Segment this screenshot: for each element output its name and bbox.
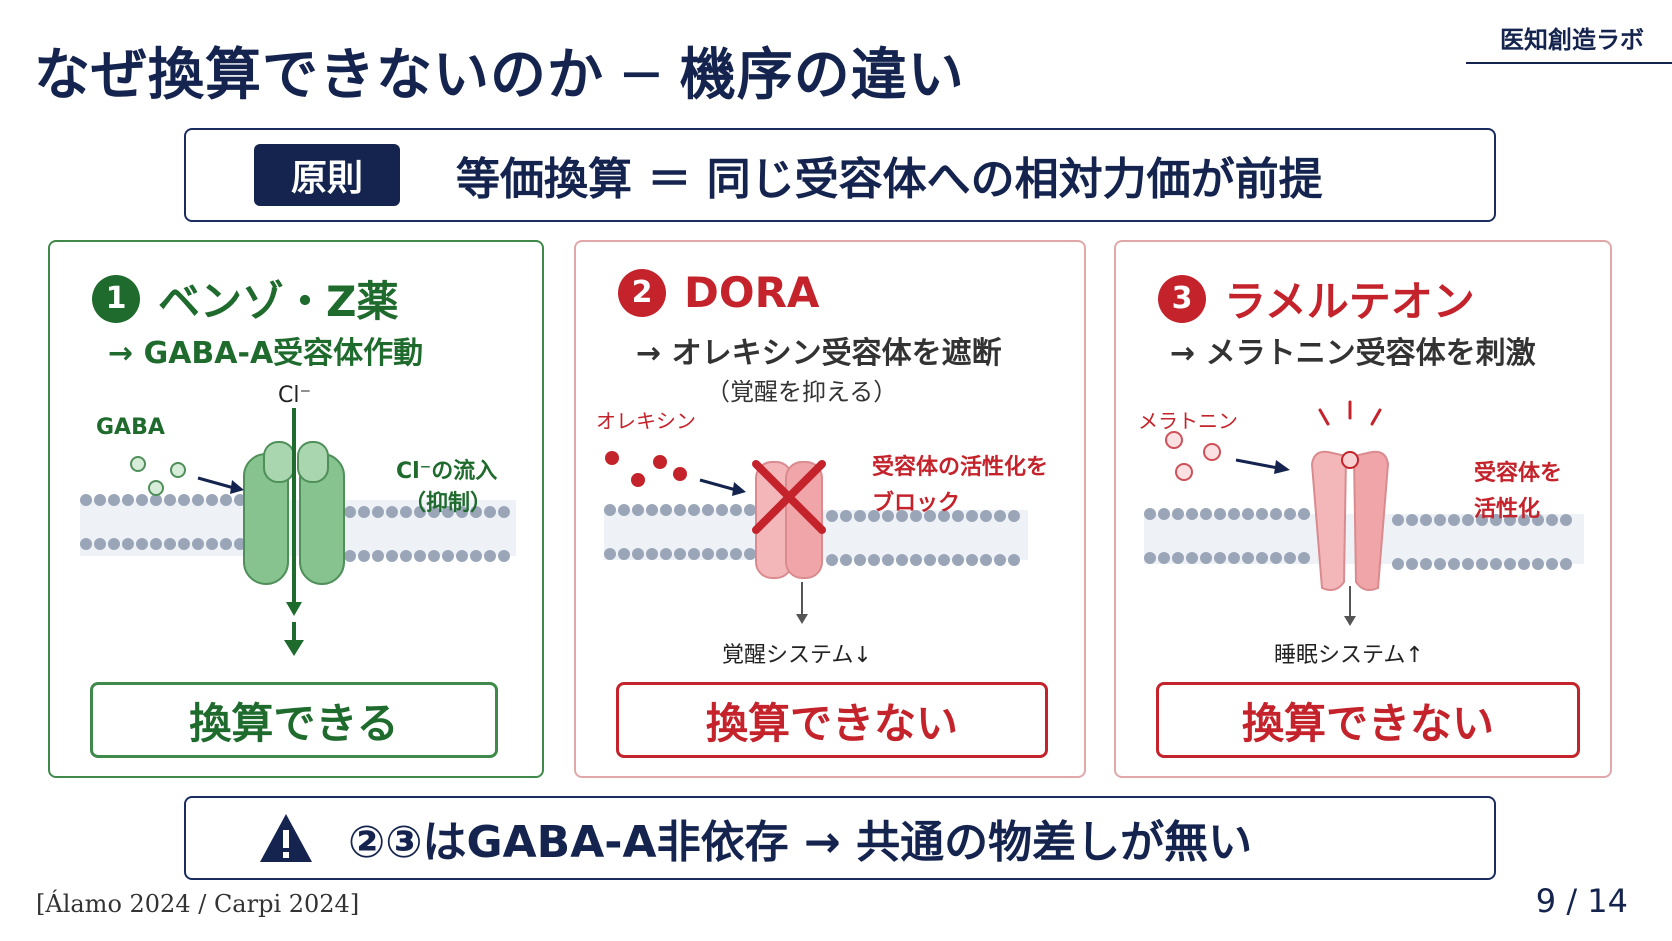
result-box: 換算できない — [616, 682, 1048, 758]
gaba-channel-diagram: GABA Cl⁻ Cl⁻の流入 （抑制） — [80, 383, 516, 656]
card-head: 2 DORA — [618, 268, 819, 317]
orexin-receptor-diagram: オレキシン 受容体の活性化を ブロック 覚醒システム↓ — [596, 409, 1048, 668]
card-head: 1 ベンゾ・Z薬 — [92, 268, 398, 329]
brand-logo: 医知創造ラボ — [1500, 26, 1644, 54]
downstream-arrow — [1344, 586, 1356, 626]
binding-arrow — [699, 478, 746, 496]
slide-title: なぜ換算できないのか ─ 機序の違い — [34, 43, 965, 108]
melatonin-label: メラトニン — [1138, 409, 1238, 433]
activate-label-line2: 活性化 — [1474, 496, 1540, 522]
melatonin-receptor-diagram: メラトニン 受容体を 活性化 睡眠システム↑ — [1138, 400, 1584, 668]
activate-label-line1: 受容体を — [1474, 460, 1562, 486]
card-name: ラメルテオン — [1224, 277, 1475, 326]
melatonin-receptor — [1310, 450, 1390, 591]
card-subtitle: → メラトニン受容体を刺激 — [1170, 336, 1536, 371]
principle-box: 原則 等価換算 ＝ 同じ受容体への相対力価が前提 — [184, 128, 1496, 222]
block-label-line1: 受容体の活性化を — [872, 454, 1048, 480]
citation: [Álamo 2024 / Carpi 2024] — [36, 890, 360, 918]
chloride-label: Cl⁻ — [278, 383, 311, 408]
downstream-arrow — [796, 582, 808, 624]
card-dora: オレキシン 受容体の活性化を ブロック 覚醒システム↓ 2 DORA → オレキ… — [574, 240, 1086, 778]
gaba-label: GABA — [96, 415, 165, 440]
card-subtitle: → GABA-A受容体作動 — [108, 336, 424, 371]
orexin-molecules — [605, 451, 687, 487]
result-box: 換算できない — [1156, 682, 1580, 758]
brand-underline — [1466, 62, 1672, 64]
principle-badge: 原則 — [254, 144, 400, 206]
card-name: DORA — [684, 268, 820, 317]
binding-arrow — [197, 476, 244, 494]
orexin-label: オレキシン — [596, 409, 696, 433]
card-benzo: GABA Cl⁻ Cl⁻の流入 （抑制） 1 ベンゾ・Z薬 → GABA-A受容… — [48, 240, 544, 778]
card-ramelteon: メラトニン 受容体を 活性化 睡眠システム↑ 3 ラメルテオン → メラトニン受… — [1114, 240, 1612, 778]
card-subtitle: → オレキシン受容体を遮断 — [636, 336, 1002, 371]
card-number-badge: 2 — [618, 268, 666, 317]
conclusion-text: ②③はGABA-A非依存 → 共通の物差しが無い — [348, 817, 1253, 868]
card-note: （覚醒を抑える） — [706, 378, 898, 406]
activation-rays — [1318, 400, 1382, 426]
card-name: ベンゾ・Z薬 — [158, 277, 399, 326]
gaba-a-channel — [243, 441, 345, 585]
warning-icon — [260, 814, 312, 862]
principle-text: 等価換算 ＝ 同じ受容体への相対力価が前提 — [456, 154, 1323, 205]
gaba-molecules — [130, 456, 186, 496]
block-label-line2: ブロック — [872, 490, 960, 516]
conclusion-box: ②③はGABA-A非依存 → 共通の物差しが無い — [184, 796, 1496, 880]
result-box: 換算できる — [90, 682, 498, 758]
downstream-label: 睡眠システム↑ — [1274, 643, 1424, 668]
card-number-badge: 1 — [92, 274, 140, 323]
card-head: 3 ラメルテオン — [1158, 268, 1475, 329]
melatonin-molecules — [1165, 431, 1221, 481]
binding-arrow — [1235, 458, 1290, 474]
downstream-label: 覚醒システム↓ — [722, 643, 872, 668]
inhibition-label: （抑制） — [404, 491, 492, 516]
card-number-badge: 3 — [1158, 274, 1206, 323]
block-x-icon — [752, 460, 826, 534]
influx-label: Cl⁻の流入 — [396, 458, 497, 484]
chloride-flow-arrow — [284, 408, 304, 656]
page-number: 9 / 14 — [1535, 882, 1628, 920]
